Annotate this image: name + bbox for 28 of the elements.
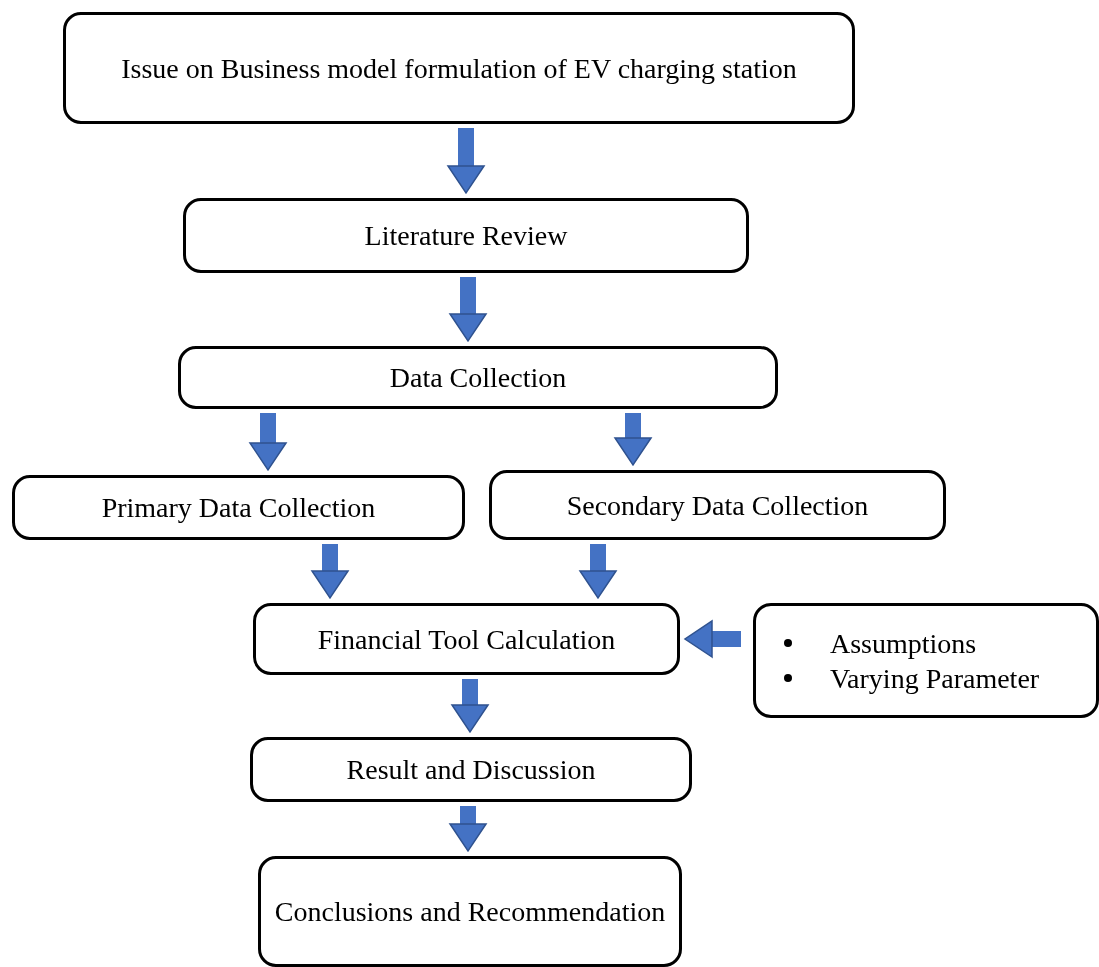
box-label: Conclusions and Recommendation bbox=[274, 895, 666, 929]
box-label: Issue on Business model formulation of EV charging station bbox=[121, 51, 797, 86]
box-label: Data Collection bbox=[389, 361, 567, 395]
process-box bbox=[489, 470, 946, 540]
process-box bbox=[63, 12, 855, 124]
process-box bbox=[178, 346, 778, 409]
block-arrow bbox=[447, 128, 485, 194]
process-box bbox=[12, 475, 465, 540]
box-label: Primary Data Collection bbox=[101, 491, 376, 525]
box-label: Secondary Data Collection bbox=[566, 488, 869, 523]
box-label: Financial Tool Calculation bbox=[317, 622, 616, 657]
process-box bbox=[250, 737, 692, 802]
list-item: Assumptions bbox=[830, 626, 977, 661]
block-arrow bbox=[311, 544, 349, 599]
process-box bbox=[258, 856, 682, 967]
block-arrow bbox=[451, 679, 489, 733]
bullet-list-box bbox=[753, 603, 1099, 718]
box-label: Literature Review bbox=[364, 219, 568, 253]
process-box bbox=[253, 603, 680, 675]
block-arrow bbox=[449, 277, 487, 342]
block-arrow bbox=[249, 413, 287, 471]
process-box bbox=[183, 198, 749, 273]
block-arrow bbox=[449, 806, 487, 852]
box-label: Result and Discussion bbox=[346, 753, 596, 787]
block-arrow bbox=[684, 620, 741, 658]
block-arrow bbox=[579, 544, 617, 599]
list-item: Varying Parameter bbox=[830, 661, 1040, 696]
block-arrow bbox=[614, 413, 652, 466]
